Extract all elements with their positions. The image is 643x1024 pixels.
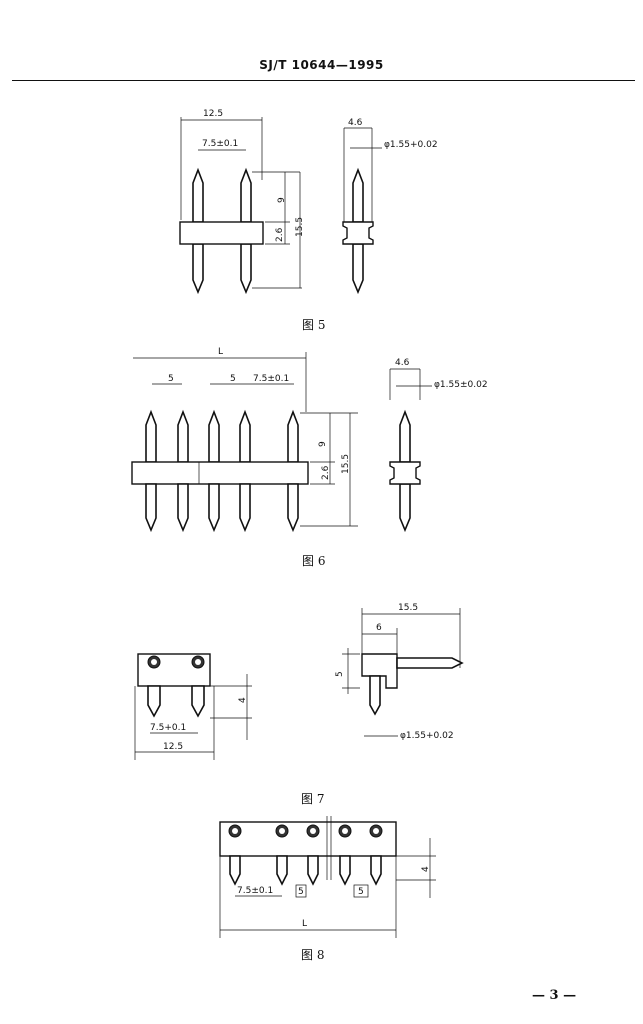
figure-8-caption: 图 8 (301, 948, 325, 962)
figure-7-caption: 图 7 (301, 792, 325, 806)
figure-6-side-view: 4.6 φ1.55±0.02 (389, 358, 488, 533)
figure-7-side-view: 15.5 6 5 φ1.55+0.02 (335, 603, 464, 741)
fig6-dim-5a: 5 (168, 374, 174, 384)
fig6-dim-4-6: 4.6 (395, 358, 410, 368)
figure-8-front-view: 7.5±0.1 5 5 L 4 (219, 816, 436, 938)
fig7-dim-pitch: 7.5+0.1 (150, 723, 186, 733)
fig7-dim-6: 6 (376, 623, 382, 633)
figure-5-front-view: 12.5 7.5±0.1 9 2.6 15.5 (179, 109, 305, 295)
fig5-dim-12-5: 12.5 (203, 109, 223, 119)
fig6-dim-pitch: 7.5±0.1 (253, 374, 289, 384)
fig5-dim-15-5: 15.5 (295, 217, 305, 237)
fig6-dim-2-6: 2.6 (321, 465, 331, 480)
fig5-dim-pin-diameter: φ1.55+0.02 (384, 140, 438, 150)
figure-6-caption: 图 6 (302, 554, 326, 568)
fig6-dim-L: L (218, 347, 223, 357)
figure-5-side-view: 4.6 φ1.55+0.02 (342, 118, 438, 295)
fig6-dim-5b: 5 (230, 374, 236, 384)
fig7-dim-4: 4 (238, 697, 248, 703)
figure-7-front-view: 7.5+0.1 12.5 4 (134, 653, 252, 760)
fig5-dim-4-6: 4.6 (348, 118, 363, 128)
header-rule (12, 80, 635, 81)
standard-code-header: SJ/T 10644—1995 (259, 58, 384, 72)
fig7-dim-5: 5 (335, 671, 345, 677)
fig6-dim-9: 9 (318, 441, 328, 447)
fig5-dim-2-6: 2.6 (275, 227, 285, 242)
fig6-dim-15-5: 15.5 (341, 454, 351, 474)
fig5-dim-pitch: 7.5±0.1 (202, 139, 238, 149)
fig8-dim-4: 4 (421, 866, 431, 872)
fig6-dim-pin-diameter: φ1.55±0.02 (434, 380, 488, 390)
fig8-dim-5a: 5 (298, 887, 304, 897)
fig8-dim-L: L (302, 919, 307, 929)
fig8-dim-5b: 5 (358, 887, 364, 897)
fig7-dim-pin-diameter: φ1.55+0.02 (400, 731, 454, 741)
fig7-dim-12-5: 12.5 (163, 742, 183, 752)
figure-5-caption: 图 5 (302, 318, 326, 332)
fig5-dim-9: 9 (277, 197, 287, 203)
fig8-dim-pitch: 7.5±0.1 (237, 886, 273, 896)
page-number: — 3 — (532, 988, 577, 1003)
figure-6-front-view: L 5 5 7.5±0.1 9 2.6 15.5 (131, 347, 358, 533)
fig7-dim-15-5: 15.5 (398, 603, 418, 613)
